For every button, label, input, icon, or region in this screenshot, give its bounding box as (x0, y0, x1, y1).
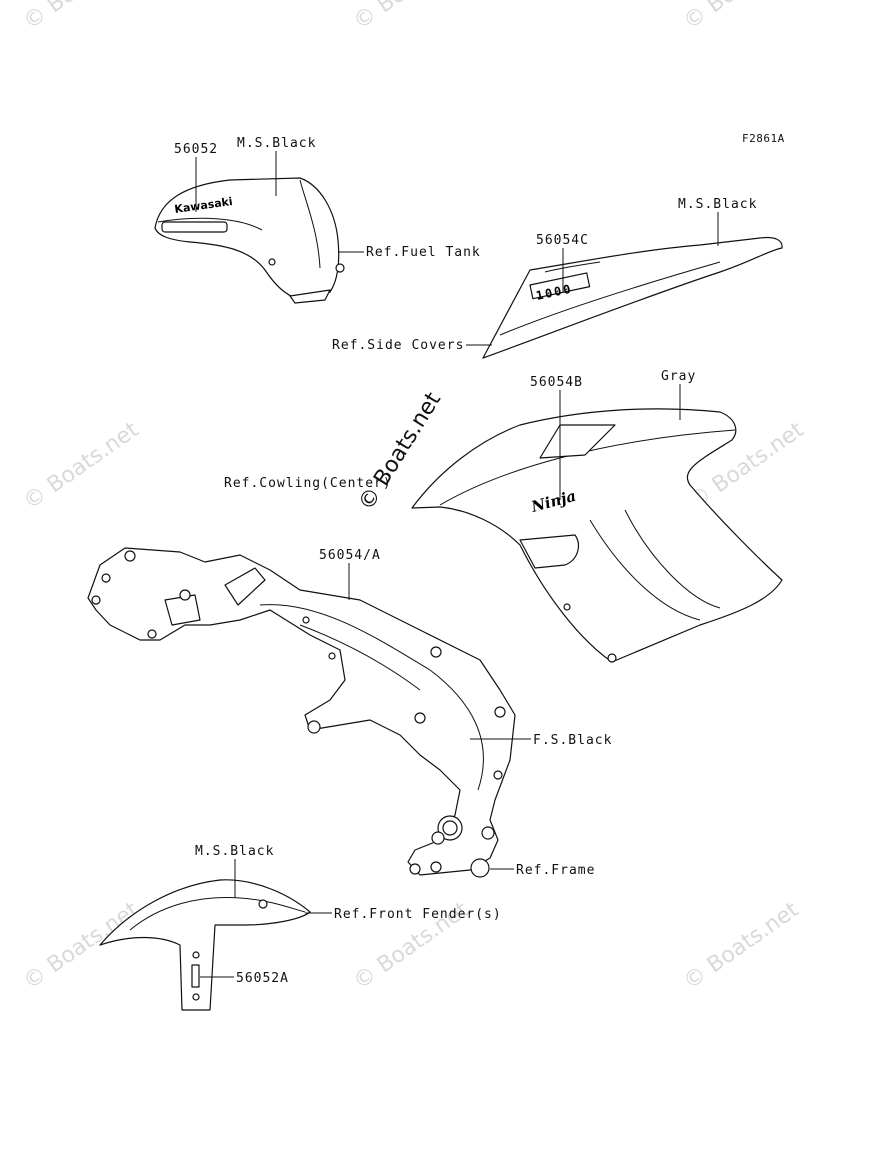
side-cover-part-number: 56054C (536, 233, 589, 248)
watermark: © Boats.net (679, 897, 804, 995)
watermark: © Boats.net (349, 0, 474, 35)
fender-color-label: M.S.Black (195, 844, 274, 859)
frame-part-number: 56054/A (319, 548, 381, 563)
side-cover-ref-label: Ref.Side Covers (332, 338, 464, 353)
fuel-tank-ref-label: Ref.Fuel Tank (366, 245, 481, 260)
frame-color-label: F.S.Black (533, 733, 612, 748)
frame-drawing (87, 547, 516, 878)
watermark: © Boats.net (19, 0, 144, 35)
watermark: © Boats.net (679, 0, 804, 35)
fender-ref-label: Ref.Front Fender(s) (334, 907, 502, 922)
cowling-drawing: Ninja (411, 408, 783, 663)
side-cover-drawing: 1000 (482, 236, 783, 359)
watermark: © Boats.net (19, 897, 144, 995)
side-cover-color-label: M.S.Black (678, 197, 757, 212)
front-fender-drawing (99, 879, 311, 1011)
cowling-part-number: 56054B (530, 375, 583, 390)
cowling-color-label: Gray (661, 369, 696, 384)
cowling-ref-label: Ref.Cowling(Center) (224, 476, 392, 491)
fuel-tank-color-label: M.S.Black (237, 136, 316, 151)
fuel-tank-drawing: Kawasaki (154, 177, 345, 304)
figure-code: F2861A (742, 132, 785, 145)
watermark: © Boats.net (19, 417, 144, 515)
fender-part-number: 56052A (236, 971, 289, 986)
frame-ref-label: Ref.Frame (516, 863, 595, 878)
fuel-tank-part-number: 56052 (174, 142, 218, 157)
